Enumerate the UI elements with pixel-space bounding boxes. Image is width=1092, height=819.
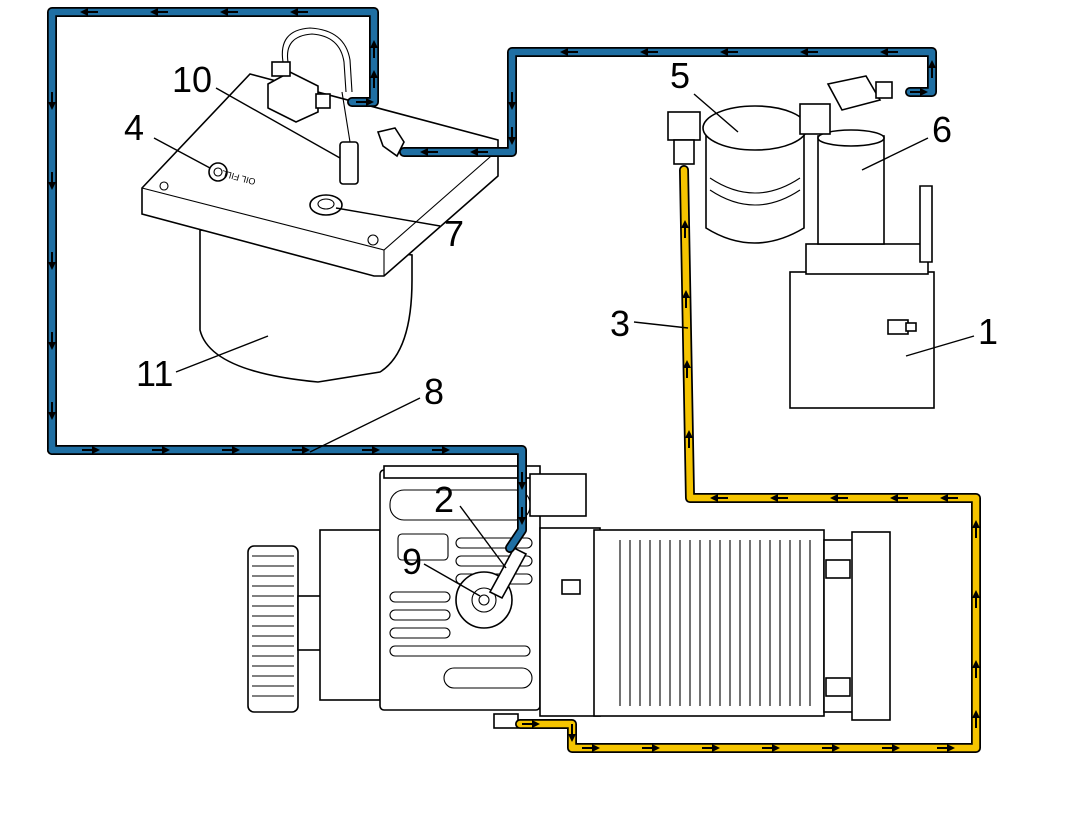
arrow-left-icon [80, 8, 308, 16]
callout-2: 2 [434, 479, 454, 520]
arrow-right-icon [522, 720, 955, 752]
callout-numbers: 1 2 3 4 5 6 7 8 9 10 11 [124, 55, 998, 582]
arrow-right-icon [82, 88, 928, 454]
callout-7: 7 [444, 213, 464, 254]
arrow-left-icon [710, 494, 958, 502]
arrow-down-icon [508, 92, 516, 145]
arrow-up-icon [370, 40, 936, 88]
tank-port [309, 194, 343, 216]
callout-8: 8 [424, 371, 444, 412]
callout-4: 4 [124, 107, 144, 148]
callout-9: 9 [402, 541, 422, 582]
arrow-left-icon [420, 48, 898, 156]
callout-11: 11 [136, 353, 173, 394]
flow-arrows [48, 8, 980, 752]
callout-3: 3 [610, 303, 630, 344]
callout-5: 5 [670, 55, 690, 96]
callout-6: 6 [932, 109, 952, 150]
oil-tank: OIL FILL [141, 27, 499, 383]
power-unit [247, 465, 891, 729]
tank-sensor [267, 27, 359, 185]
connector-icon [887, 319, 917, 335]
callout-1: 1 [978, 311, 998, 352]
leader-lines [153, 87, 975, 597]
callout-10: 10 [172, 59, 212, 100]
arrow-up-icon [681, 220, 980, 728]
arrow-down-icon [48, 92, 526, 525]
filter-assembly [667, 75, 935, 409]
arrow-down-icon [568, 724, 576, 742]
